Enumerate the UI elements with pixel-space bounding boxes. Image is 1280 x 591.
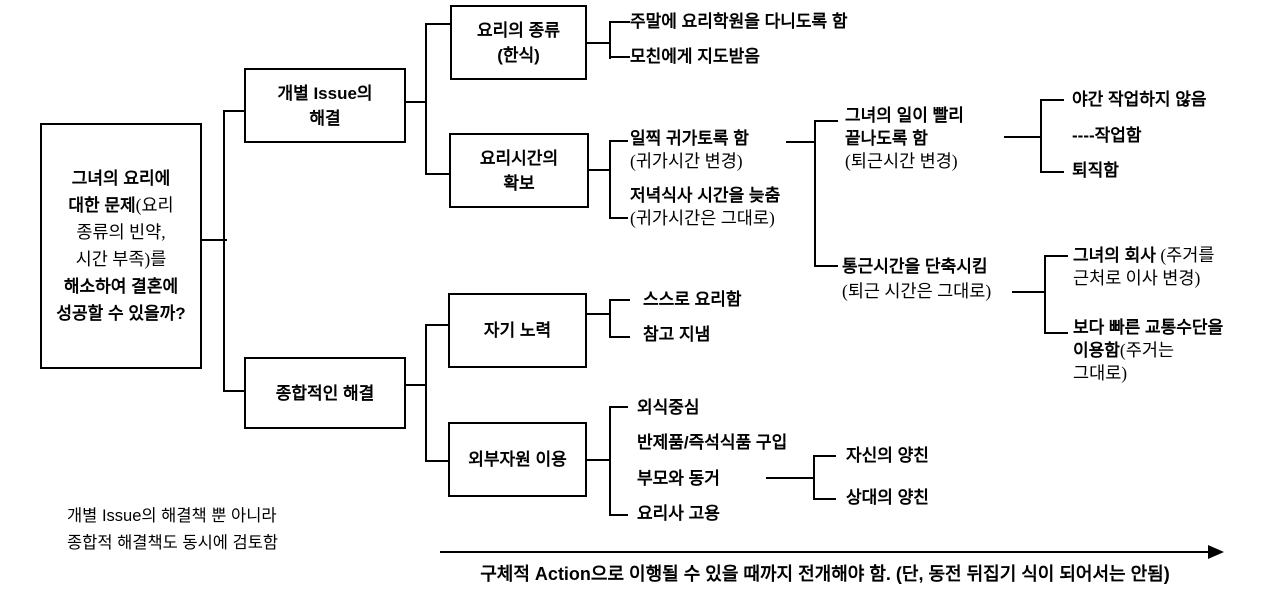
connector-root-stub bbox=[200, 239, 227, 241]
connector-to-cooking-type bbox=[425, 23, 450, 25]
connector-to-self-effort bbox=[425, 324, 448, 326]
connector-to-endure bbox=[609, 336, 630, 338]
connector-cooking-time-stub bbox=[587, 169, 611, 171]
root-line: 시간 부족)를 bbox=[75, 249, 167, 269]
connector-to-no-night-work bbox=[1040, 99, 1064, 101]
connector-to-external-resources bbox=[425, 460, 448, 462]
connector-comprehensive-vertical bbox=[425, 324, 427, 462]
individual-issue-box: 개별 Issue의 해결 bbox=[244, 68, 406, 143]
self-effort-box: 자기 노력 bbox=[448, 293, 587, 368]
connector-to-partner-parents bbox=[813, 498, 836, 500]
leaf-endure: 참고 지냄 bbox=[643, 325, 711, 344]
connector-self-effort-stub bbox=[585, 313, 611, 315]
leaf-shorten-commute: 통근시간을 단축시킴 (퇴근 시간은 그대로) bbox=[842, 257, 992, 301]
connector-to-self-cooking bbox=[609, 299, 630, 301]
leaf-self-cooking: 스스로 요리함 bbox=[643, 290, 742, 309]
connector-to-own-parents bbox=[813, 455, 836, 457]
connector-to-her-company bbox=[1044, 255, 1068, 257]
leaf-no-night-work: 야간 작업하지 않음 bbox=[1072, 90, 1207, 109]
connector-comprehensive-stub bbox=[404, 384, 427, 386]
connector-cooking-type-vertical bbox=[609, 21, 611, 59]
leaf-hire-cook: 요리사 고용 bbox=[637, 504, 720, 523]
root-line: 종류의 빈약, bbox=[76, 222, 166, 242]
external-resources-box: 외부자원 이용 bbox=[448, 422, 587, 497]
leaf-dashed-work: ----작업함 bbox=[1072, 126, 1142, 145]
connector-level4-vertical bbox=[814, 120, 816, 267]
connector-to-mother-guidance bbox=[609, 56, 630, 58]
comprehensive-solution-box: 종합적인 해결 bbox=[244, 357, 406, 429]
cooking-time-box: 요리시간의 확보 bbox=[449, 133, 589, 208]
connector-self-effort-vertical bbox=[609, 299, 611, 338]
connector-individual-stub bbox=[404, 101, 427, 103]
leaf-finish-work-early: 그녀의 일이 빨리 끝나도록 함 (퇴근시간 변경) bbox=[845, 106, 964, 171]
connector-parents-stub bbox=[766, 477, 815, 479]
leaf-semi-prepared-food: 반제품/즉석식품 구입 bbox=[637, 433, 788, 452]
connector-level2-vertical bbox=[223, 110, 225, 392]
footer-note: 개별 Issue의 해결책 뿐 아니라 종합적 해결책도 동시에 검토함 bbox=[67, 507, 279, 552]
leaf-weekend-academy: 주말에 요리학원을 다니도록 함 bbox=[630, 12, 848, 31]
connector-finish-early-stub bbox=[1004, 136, 1042, 138]
connector-external-stub bbox=[585, 459, 611, 461]
connector-to-individual bbox=[223, 110, 244, 112]
connector-cooking-time-vertical bbox=[609, 140, 611, 219]
connector-to-early-return bbox=[609, 140, 628, 142]
leaf-resign: 퇴직함 bbox=[1072, 161, 1119, 180]
expansion-arrow-line bbox=[440, 551, 1212, 553]
connector-to-resign bbox=[1040, 171, 1064, 173]
connector-to-eating-out bbox=[609, 406, 628, 408]
arrow-caption: 구체적 Action으로 이행될 수 있을 때까지 전개해야 함. (단, 동전… bbox=[480, 564, 1170, 584]
leaf-own-parents: 자신의 양친 bbox=[846, 446, 929, 465]
leaf-early-return: 일찍 귀가토록 함 (귀가시간 변경) bbox=[630, 129, 749, 171]
root-line: 해소하여 결혼에 bbox=[63, 277, 179, 296]
connector-to-comprehensive bbox=[223, 390, 244, 392]
leaf-partner-parents: 상대의 양친 bbox=[846, 488, 929, 507]
root-line: 대한 문제(요리 bbox=[68, 195, 174, 215]
connector-to-finish-work-early bbox=[814, 120, 838, 122]
leaf-her-company: 그녀의 회사 (주거를 근처로 이사 변경) bbox=[1073, 245, 1215, 288]
root-line: 성공할 수 있을까? bbox=[56, 304, 186, 323]
connector-early-return-stub bbox=[786, 141, 816, 143]
connector-commute-vertical bbox=[1044, 255, 1046, 334]
connector-external-vertical bbox=[609, 406, 611, 516]
connector-to-weekend-academy bbox=[609, 21, 630, 23]
connector-finish-early-vertical bbox=[1040, 99, 1042, 173]
connector-shorten-commute-stub bbox=[1012, 291, 1046, 293]
connector-to-hire-cook bbox=[609, 514, 628, 516]
arrow-right-icon bbox=[1208, 545, 1224, 559]
cooking-type-box: 요리의 종류 (한식) bbox=[450, 5, 587, 80]
connector-cooking-type-stub bbox=[585, 42, 611, 44]
connector-to-late-dinner bbox=[609, 217, 628, 219]
connector-individual-vertical bbox=[425, 23, 427, 175]
leaf-live-with-parents: 부모와 동거 bbox=[637, 469, 720, 488]
connector-parents-vertical bbox=[813, 455, 815, 500]
root-problem-box: 그녀의 요리에 대한 문제(요리 종류의 빈약, 시간 부족)를 해소하여 결혼… bbox=[40, 123, 202, 369]
leaf-faster-transport: 보다 빠른 교통수단을 이용함(주거는 그대로) bbox=[1073, 318, 1224, 383]
leaf-mother-guidance: 모친에게 지도받음 bbox=[630, 47, 760, 66]
root-line: 그녀의 요리에 bbox=[71, 169, 171, 188]
leaf-eating-out: 외식중심 bbox=[637, 398, 700, 417]
connector-to-faster-transport bbox=[1044, 332, 1068, 334]
connector-to-shorten-commute bbox=[814, 265, 838, 267]
leaf-late-dinner: 저녁식사 시간을 늦춤 (귀가시간은 그대로) bbox=[630, 186, 781, 228]
connector-to-cooking-time bbox=[425, 173, 449, 175]
